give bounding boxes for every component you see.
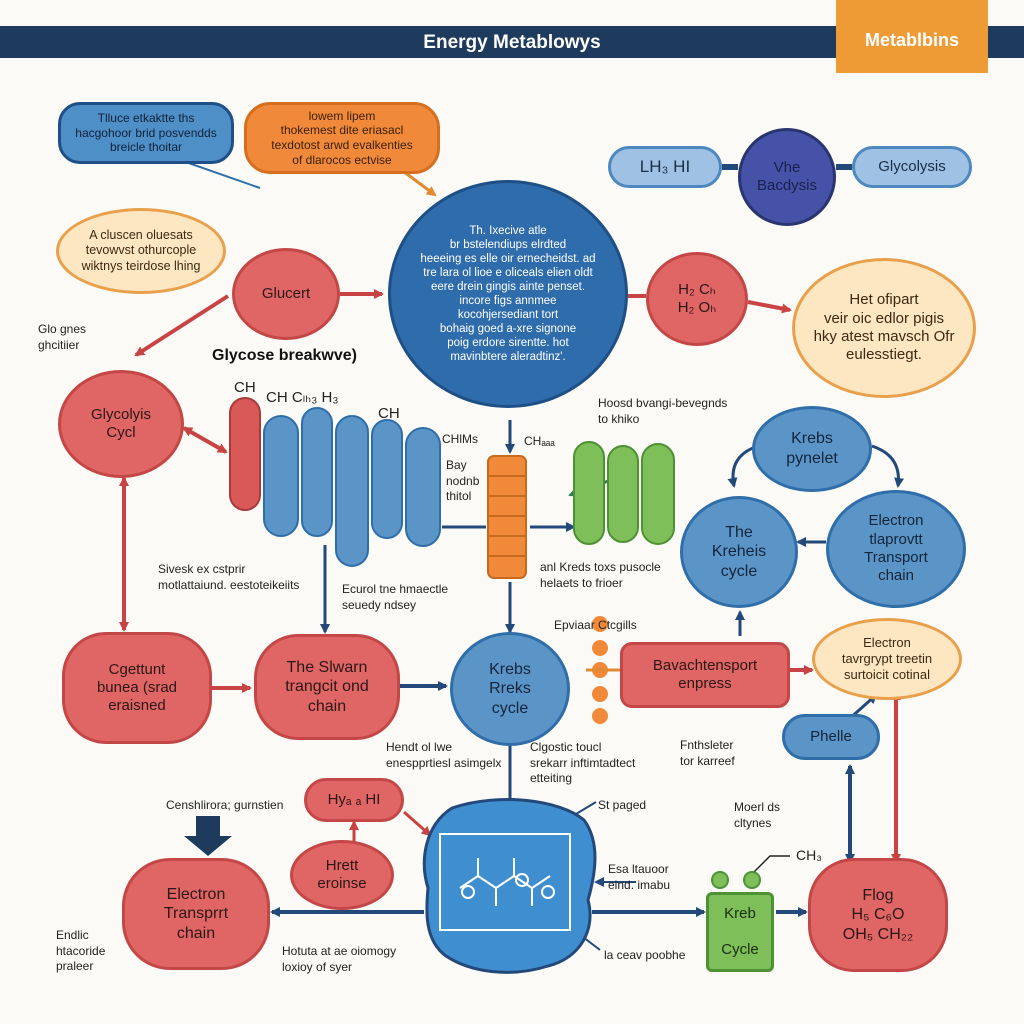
ch-label-3: CH [378,405,400,422]
glo-gnes-label: Glo gnes ghcitiier [38,322,87,352]
krebs-cycle-center: Krebs Rreks cycle [450,632,570,746]
molecule-frame [439,833,571,931]
big-down-arrow-icon [184,816,232,856]
chlu-label: CHₐₐₐ [524,434,555,448]
hy-to-blob-arrow [403,810,432,837]
blue-callout-tail [179,159,261,189]
electron-transport-chain-left: Electron Transprrt chain [122,858,270,970]
krebs-pynelet-right-arrow [871,444,905,488]
krebs-pynelet-node: Krebs pynelet [752,406,872,492]
enddic-label: Endlic htacoride praleer [56,928,106,974]
glycolyis-cycl-node: Glycolyis Cycl [58,370,184,478]
chims-label: CHlMs [442,432,478,446]
hotuta-label: Hotuta at ae oiomogy loxioy of syer [282,944,397,974]
cream-callout: A cluscen oluesats tevowvst othurcople w… [56,208,226,294]
green-segment [573,441,605,545]
glucert-to-glycolyis-arrow [134,294,230,357]
sivesk-label: Sivesk ex cstprir motlattaiund. eestotei… [158,562,300,592]
blue-callout: Tlluce etkaktte ths hacgohoor brid posve… [58,102,234,164]
kreb-cycle-node: Kreb Cycle [706,892,774,972]
chain-segment [405,427,441,547]
orange-dot [592,708,608,724]
slwarn-transport-node: The Slwarn trangcit ond chain [254,634,400,740]
chain-segment [335,415,369,567]
laceav-label: la ceav poobhe [604,948,686,962]
orange-dot [592,686,608,702]
orange-dot [592,616,608,632]
hendt-label: Hendt ol lwe enespprtiesl asimgelx [386,740,502,770]
glycolyis-to-chain-arrow [182,426,228,454]
cgettunt-node: Cgettunt bunea (srad eraisned [62,632,212,744]
bay-label: Bay nodnb thitol [446,458,480,504]
stpaged-label: St paged [598,798,647,812]
glucert-node: Glucert [232,248,340,340]
kreb-dot [743,871,761,889]
chain-segment [263,415,299,537]
glycose-breakdown-label: Glycose breakwve) [212,347,357,364]
ho-to-info-arrow [747,300,792,314]
phelle-pill: Phelle [782,714,880,760]
ho-ch-node: H₂ Cₕ H₂ Oₕ [646,252,748,346]
bavachtensport-node: Bavachtensport enpress [620,642,790,708]
orange-dot [592,640,608,656]
esa-label: Esa ltauoor eind. imabu [608,862,671,892]
green-segment [607,445,639,543]
cgotic-label: Clgostic toucl srekarr inftimtadtect ett… [530,740,636,786]
electron-transport-chain-right: Electron tlaprovtt Transport chain [826,490,966,608]
green-segment [641,443,675,545]
moerl-label: Moerl ds cltynes [734,800,781,830]
hoosd-label: Hoosd bvangi-bevegnds to khiko [598,396,728,426]
kreds-toxs-label: anl Kreds toxs pusocle helaets to frioer [540,560,661,590]
ch4-pointer [751,855,790,875]
info-callout-right: Het ofipart veir oic edlor pigis hky ate… [792,258,976,398]
chain-segment [301,407,333,537]
center-info-circle: Th. Ixecive atle br bstelendiups elrdted… [388,180,628,408]
molecule-structure-icon [459,858,551,906]
fnthsleter-label: Fnthsleter tor karreef [680,738,735,768]
glycolysis-pill: Glycolysis [852,146,972,188]
censh-label: Censhlirora; gurnstien [166,798,284,812]
kreheis-cycle-node: The Kreheis cycle [680,496,798,608]
flog-node: Flog H₅ C₆O OH₅ CH₂₂ [808,858,948,972]
ch-label-4: CH₃ [796,847,822,863]
orange-callout: lowem lipem thokemest dite eriasacl texd… [244,102,440,174]
bacdysis-node: Vhe Bacdysis [738,128,836,226]
molecule-atom [541,885,555,899]
ch-label-1: CH [234,379,256,396]
hrett-node: Hrett eroinse [290,840,394,910]
molecule-atom [515,873,529,887]
chain-segment [371,419,403,539]
epvaar-label: Epviaar Ctcgills [554,618,637,632]
kreb-dot [711,871,729,889]
molecule-atom [461,885,475,899]
electron-callout: Electron tavrgrypt treetin surtoicit cot… [812,618,962,700]
chain-segment-red [229,397,261,511]
hy-hi-pill: Hyₐ ₐ HI [304,778,404,822]
ch-label-2: CH Cₗₕ₃ H₃ [266,389,339,406]
header-badge: Metablbins [836,0,988,73]
lh3-pill: LH₃ HI [608,146,722,188]
ecurol-label: Ecurol tne hmaectle seuedy ndsey [342,582,449,612]
page-title: Energy Metablowys [423,32,601,53]
